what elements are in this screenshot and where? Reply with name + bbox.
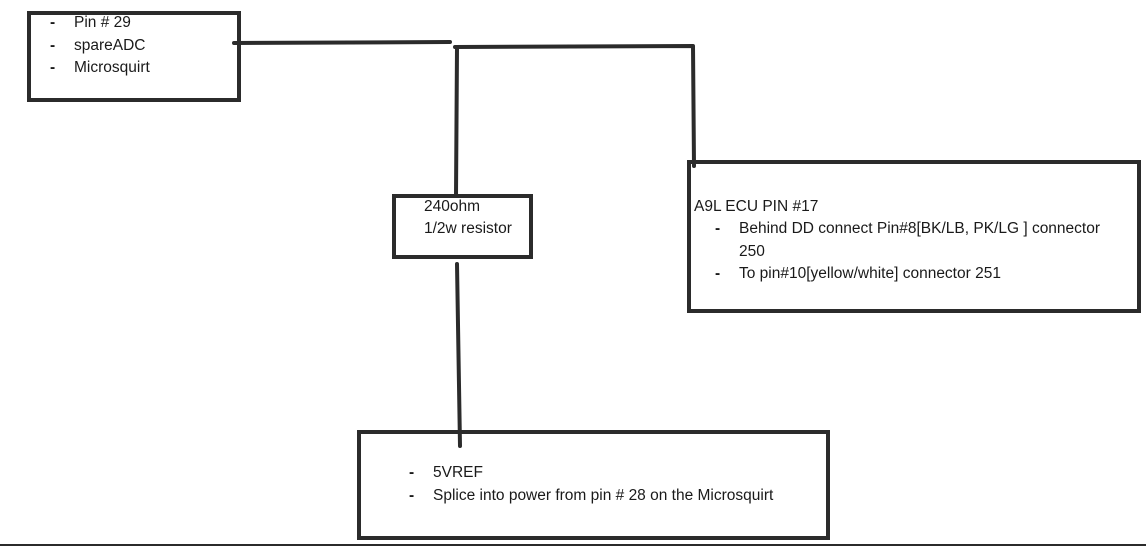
list-item: -spareADC bbox=[50, 36, 146, 54]
list-item: -Pin # 29 bbox=[50, 14, 131, 31]
wire-pin-to-junction bbox=[232, 40, 452, 45]
bottom-border bbox=[0, 544, 1146, 546]
ecu-box bbox=[687, 160, 1141, 313]
pin29-list: -Pin # 29 -spareADC -Microsquirt bbox=[50, 12, 150, 80]
ecu-title: A9L ECU PIN #17 bbox=[694, 198, 819, 215]
list-item: -Behind DD connect Pin#8[BK/LB, PK/LG ] … bbox=[715, 220, 1101, 260]
5vref-list: -5VREF -Splice into power from pin # 28 … bbox=[409, 462, 773, 507]
resistor-value: 240ohm bbox=[424, 198, 481, 215]
list-item: -5VREF bbox=[409, 464, 483, 481]
list-item: -Microsquirt bbox=[50, 59, 150, 76]
list-item: -Splice into power from pin # 28 on the … bbox=[409, 486, 774, 504]
wire-junction-to-resistor bbox=[454, 46, 459, 198]
wire-resistor-to-5vref bbox=[455, 262, 462, 448]
list-item: -To pin#10[yellow/white] connector 251 bbox=[715, 265, 1001, 282]
5vref-box bbox=[357, 430, 830, 540]
wire-junction-to-ecu bbox=[453, 44, 696, 168]
resistor-rating: 1/2w resistor bbox=[424, 220, 512, 237]
resistor-box bbox=[392, 194, 533, 259]
pin29-box bbox=[27, 11, 241, 102]
ecu-list: -Behind DD connect Pin#8[BK/LB, PK/LG ] … bbox=[715, 218, 1130, 286]
